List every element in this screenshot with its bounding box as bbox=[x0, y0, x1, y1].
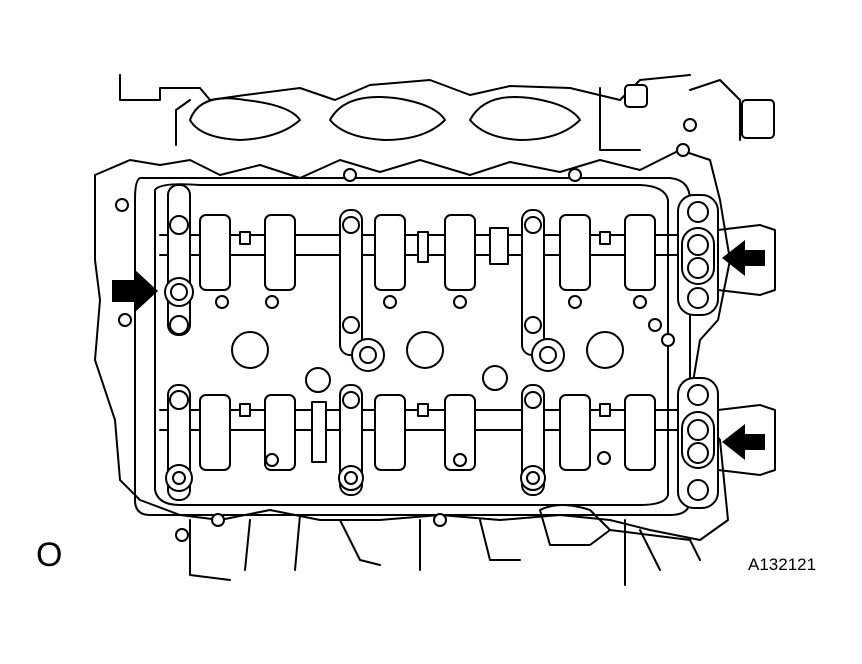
lower-body bbox=[189, 504, 701, 586]
arrow-lower-right-icon bbox=[722, 424, 765, 460]
upper-camshaft bbox=[159, 214, 681, 309]
ocv-brackets bbox=[677, 194, 776, 509]
arrow-upper-right-icon bbox=[722, 240, 765, 276]
lower-camshaft bbox=[159, 394, 681, 471]
head-outline bbox=[94, 118, 731, 542]
upper-port-outline bbox=[119, 74, 775, 151]
lower-caps bbox=[165, 384, 546, 501]
figure-id-label: A132121 bbox=[748, 555, 817, 574]
upper-caps bbox=[167, 184, 624, 393]
view-mark-label: O bbox=[36, 536, 63, 574]
left-target-hole bbox=[164, 277, 194, 307]
arrow-left-icon bbox=[112, 270, 158, 312]
